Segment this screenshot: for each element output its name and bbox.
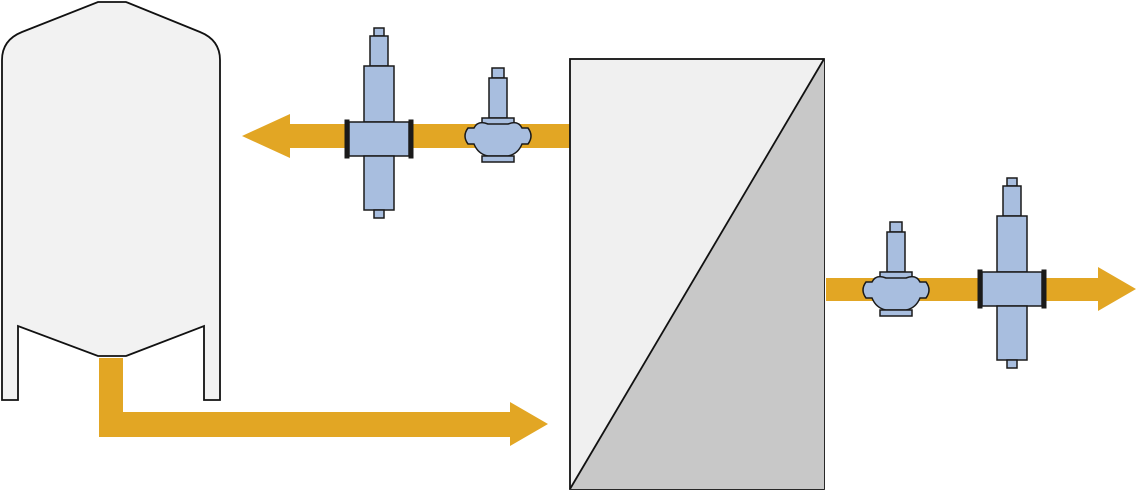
membrane-filter[interactable] [569, 58, 825, 490]
pressure-reducing-valve-right[interactable] [862, 221, 930, 317]
storage-tank[interactable] [1, 1, 221, 401]
relief-valve-right[interactable] [977, 177, 1047, 369]
relief-valve-upper[interactable] [344, 27, 414, 219]
membrane-line [569, 58, 825, 490]
feed-line [99, 358, 548, 446]
